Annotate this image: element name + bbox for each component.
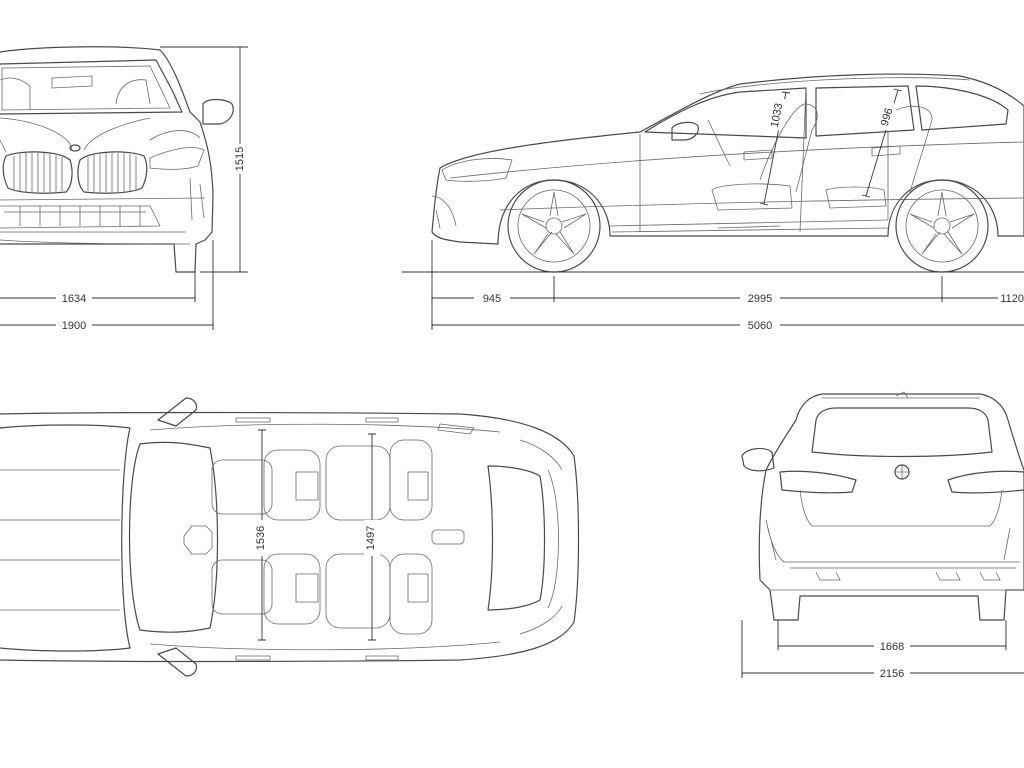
front-dimensions: 1515 1634 1900 bbox=[0, 46, 248, 332]
front-width-label: 1900 bbox=[62, 320, 86, 332]
top-body-outline bbox=[0, 411, 580, 663]
rear-mirror bbox=[741, 447, 775, 472]
rear-body-outline bbox=[758, 393, 1024, 621]
top-hood bbox=[519, 439, 563, 635]
rear-headroom-label: 996 bbox=[879, 107, 896, 128]
front-wheel bbox=[507, 179, 601, 273]
rear-overhang-label: 1120 bbox=[1000, 293, 1024, 305]
top-body-side-lines bbox=[149, 417, 501, 661]
rear-tailgate bbox=[799, 489, 1003, 527]
top-windshield bbox=[487, 465, 546, 611]
side-window-front bbox=[644, 87, 807, 139]
rear-track-label: 1668 bbox=[880, 641, 904, 653]
top-rear-window bbox=[0, 424, 131, 652]
rear-seat-outline bbox=[825, 105, 933, 209]
front-bumper bbox=[0, 197, 206, 233]
front-headroom-label: 1033 bbox=[769, 102, 785, 128]
front-overhang-label: 945 bbox=[483, 293, 501, 305]
side-character-line bbox=[449, 141, 1024, 211]
front-shoulder-width-label: 1536 bbox=[255, 526, 267, 550]
side-window-rear bbox=[815, 85, 915, 137]
rear-bumper bbox=[765, 519, 1020, 581]
overall-length-label: 5060 bbox=[748, 320, 772, 332]
side-view bbox=[431, 73, 1024, 273]
front-mirror bbox=[202, 98, 234, 125]
side-window-quarter bbox=[915, 85, 1009, 131]
rear-width-label: 2156 bbox=[880, 668, 904, 680]
top-seats bbox=[183, 439, 465, 635]
rear-view bbox=[741, 391, 1024, 621]
side-body-outline bbox=[431, 73, 1024, 245]
front-windshield bbox=[1, 65, 171, 111]
front-track-label: 1634 bbox=[62, 293, 86, 305]
rear-tail-light-right bbox=[947, 470, 1024, 494]
side-mirror bbox=[671, 121, 699, 141]
top-mirror-lower bbox=[157, 647, 198, 677]
door-handle-rear bbox=[871, 145, 901, 157]
top-mirror-upper bbox=[157, 397, 198, 427]
door-handle-front bbox=[743, 149, 773, 161]
rear-window bbox=[811, 407, 993, 458]
side-headlight bbox=[441, 158, 513, 182]
roof-rail bbox=[699, 77, 971, 95]
kidney-grille-left bbox=[2, 151, 73, 194]
wheelbase-label: 2995 bbox=[748, 293, 772, 305]
rear-dimensions: 1668 2156 bbox=[741, 620, 1024, 680]
top-dimensions: 1536 1497 bbox=[254, 429, 380, 641]
kidney-grille-right bbox=[77, 151, 148, 194]
front-view bbox=[0, 46, 234, 273]
bmw-badge-front bbox=[69, 144, 81, 152]
top-view bbox=[0, 397, 580, 677]
front-seat-outline bbox=[707, 103, 818, 211]
front-roof-line bbox=[0, 59, 183, 115]
front-body-outline bbox=[0, 46, 214, 273]
top-roof bbox=[128, 441, 219, 633]
rear-shoulder-width-label: 1497 bbox=[365, 526, 377, 550]
rear-wheel bbox=[895, 179, 989, 273]
rear-tail-light-left bbox=[779, 470, 857, 494]
side-sill bbox=[609, 219, 889, 233]
side-dimensions: 945 2995 1120 5060 1033 996 bbox=[402, 88, 1024, 332]
front-hood-lines bbox=[0, 117, 201, 153]
front-height-label: 1515 bbox=[234, 147, 246, 171]
grille-slats bbox=[13, 153, 137, 192]
